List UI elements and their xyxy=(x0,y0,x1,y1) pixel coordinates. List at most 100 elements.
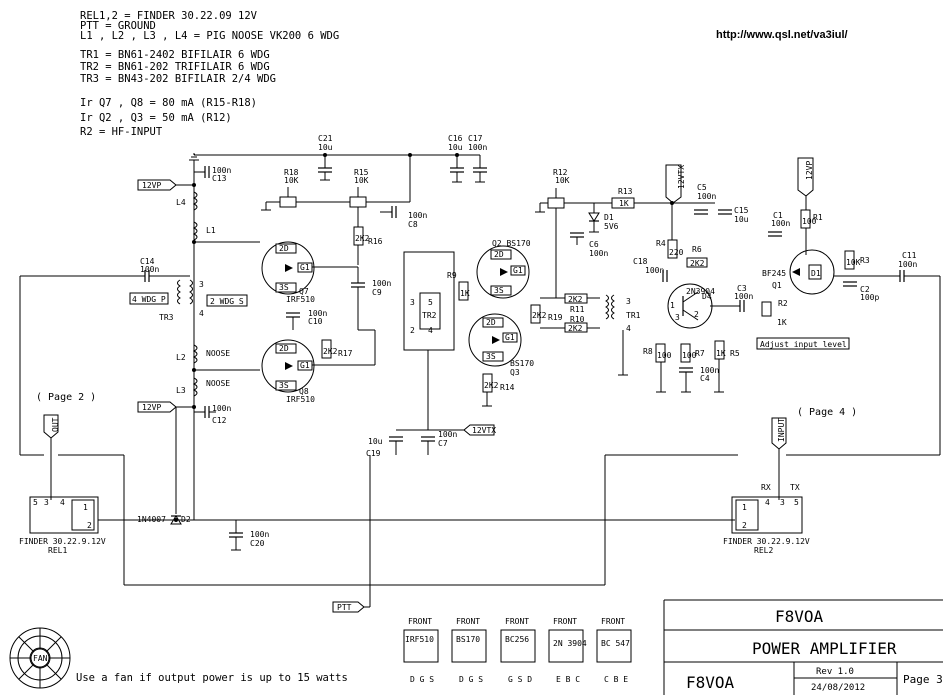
q7-pin-d: 2D xyxy=(279,244,289,253)
r3-value: 10K xyxy=(846,258,861,267)
pinout-bc256: FRONT BC256 G S D xyxy=(500,617,536,684)
c20-value: 100n xyxy=(250,530,269,539)
c12-label: C12 xyxy=(212,416,227,425)
pinout-bs170: FRONT BS170 D G S xyxy=(451,617,487,684)
c13-value: 100n xyxy=(212,166,231,175)
r13-value: 1K xyxy=(619,199,629,208)
flag-out: OUT xyxy=(51,417,60,432)
q3-part: BS170 xyxy=(510,359,534,368)
pinout-front-5: FRONT xyxy=(601,617,625,626)
r8-label: R8 xyxy=(643,347,653,356)
r17-label: R17 xyxy=(338,349,353,358)
d4-pin2: 2 xyxy=(694,310,699,319)
tr1-pin3: 3 xyxy=(626,297,631,306)
r3-label: R3 xyxy=(860,256,870,265)
q2-q3-bias: R12 10K D1 5V6 C6 100n R13 1K 2K2 R11 2K… xyxy=(535,168,672,333)
c18-value: 100n xyxy=(645,266,664,275)
l4-label: L4 xyxy=(176,198,186,207)
r6-value: 2K2 xyxy=(690,259,705,268)
c13-label: C13 xyxy=(212,174,227,183)
pinout-table: FRONT IRF510 D G S FRONT BS170 D G S FRO… xyxy=(403,617,632,684)
pinout-part-1: IRF510 xyxy=(405,635,434,644)
c1-label: C1 xyxy=(773,211,783,220)
tr3-secondary-label: 2 WDG S xyxy=(210,297,244,306)
rel2-pin2: 2 xyxy=(742,521,747,530)
pinout-2n3904: FRONT 2N 3904 E B C xyxy=(548,617,587,684)
c5-value: 100n xyxy=(697,192,716,201)
rel1-label: REL1 xyxy=(48,546,67,555)
tr1-label: TR1 xyxy=(626,311,641,320)
c10-label: C10 xyxy=(308,317,323,326)
r17-value: 2K2 xyxy=(323,347,338,356)
note-coils: L1 , L2 , L3 , L4 = PIG NOOSE VK200 6 WD… xyxy=(80,30,339,42)
flag-12vp-bottom: 12VP xyxy=(142,403,161,412)
r7-label: R7 xyxy=(695,349,705,358)
d1-value: 5V6 xyxy=(604,222,619,231)
r10-value: 2K2 xyxy=(568,324,583,333)
d4-part: 2N3904 xyxy=(686,287,715,296)
c8-value: 100n xyxy=(408,211,427,220)
header-notes: REL1,2 = FINDER 30.22.09 12V PTT = GROUN… xyxy=(80,10,339,138)
tr1: 3 TR1 4 xyxy=(605,294,641,376)
noose1-label: NOOSE xyxy=(206,349,230,358)
page-ref-right: ( Page 4 ) xyxy=(797,407,857,418)
title-block: F8VOA POWER AMPLIFIER Rev 1.0 24/08/2012… xyxy=(663,599,943,695)
note-rel: REL1,2 = FINDER 30.22.09 12V xyxy=(80,10,258,22)
driver-stage: 12VTX C5 100n C15 10u R4 220 R6 2K2 C18 … xyxy=(633,164,850,393)
c21-value: 10u xyxy=(318,143,333,152)
source-url: http://www.qsl.net/va3iul/ xyxy=(716,29,848,41)
noose2-label: NOOSE xyxy=(206,379,230,388)
c14-label: C14 xyxy=(140,257,155,266)
r14-value: 2K2 xyxy=(484,381,499,390)
d4-pin1: 1 xyxy=(670,301,675,310)
r5-label: R5 xyxy=(730,349,740,358)
rel2-rx: RX xyxy=(761,483,771,492)
d2-part: 1N4007 xyxy=(137,515,166,524)
q8-pin-s: 3S xyxy=(279,381,289,390)
c2-value: 100p xyxy=(860,293,879,302)
r1-label: R1 xyxy=(813,213,823,222)
q7-label: Q7 xyxy=(299,287,309,296)
r6-label: R6 xyxy=(692,245,702,254)
l3-label: L3 xyxy=(176,386,186,395)
l1-label: L1 xyxy=(206,226,216,235)
pinout-pins-5: C B E xyxy=(604,675,628,684)
rel2-tx: TX xyxy=(790,483,800,492)
q7-part: IRF510 xyxy=(286,295,315,304)
input-stage: 12VP R1 100 C1 100n D1 BF245 Q1 R3 10K C… xyxy=(762,157,941,455)
fan-label: FAN xyxy=(33,654,48,663)
r15-value: 10K xyxy=(354,176,369,185)
fan-icon: FAN xyxy=(9,627,71,689)
c3-value: 100n xyxy=(734,292,753,301)
q7-pin-g: G1 xyxy=(300,263,310,272)
d2-label: D2 xyxy=(181,515,191,524)
tr3-name: TR3 xyxy=(159,313,174,322)
pinout-part-2: BS170 xyxy=(456,635,480,644)
note-tr3: TR3 = BN43-202 BIFILAIR 2/4 WDG xyxy=(80,73,276,85)
pinout-pins-1: D G S xyxy=(410,675,434,684)
r15-label: R15 xyxy=(354,168,369,177)
c19-label: C19 xyxy=(366,449,381,458)
r16-value: 2K2 xyxy=(355,234,370,243)
rel2-pin3: 3 xyxy=(780,498,785,507)
c15-label: C15 xyxy=(734,206,749,215)
c18-label: C18 xyxy=(633,257,648,266)
c7-label: C7 xyxy=(438,439,448,448)
title-author: F8VOA xyxy=(775,607,824,626)
c4-value: 100n xyxy=(700,366,719,375)
rel1-part: FINDER 30.22.9.12V xyxy=(19,537,106,546)
flag-12vtx-bottom: 12VTX xyxy=(472,426,496,435)
c16-value: 10u xyxy=(448,143,463,152)
c14-value: 100n xyxy=(140,265,159,274)
r1-value: 100 xyxy=(802,217,817,226)
c4-label: C4 xyxy=(700,374,710,383)
r8-value: 100 xyxy=(657,351,672,360)
l2-label: L2 xyxy=(176,353,186,362)
r19-label: R19 xyxy=(548,313,563,322)
q7-irf510: 2D G1 3S IRF510 Q7 xyxy=(261,241,315,304)
c17-label: C17 xyxy=(468,134,483,143)
q7-pin-s: 3S xyxy=(279,283,289,292)
c2-label: C2 xyxy=(860,285,870,294)
r10-label: R10 xyxy=(570,315,585,324)
